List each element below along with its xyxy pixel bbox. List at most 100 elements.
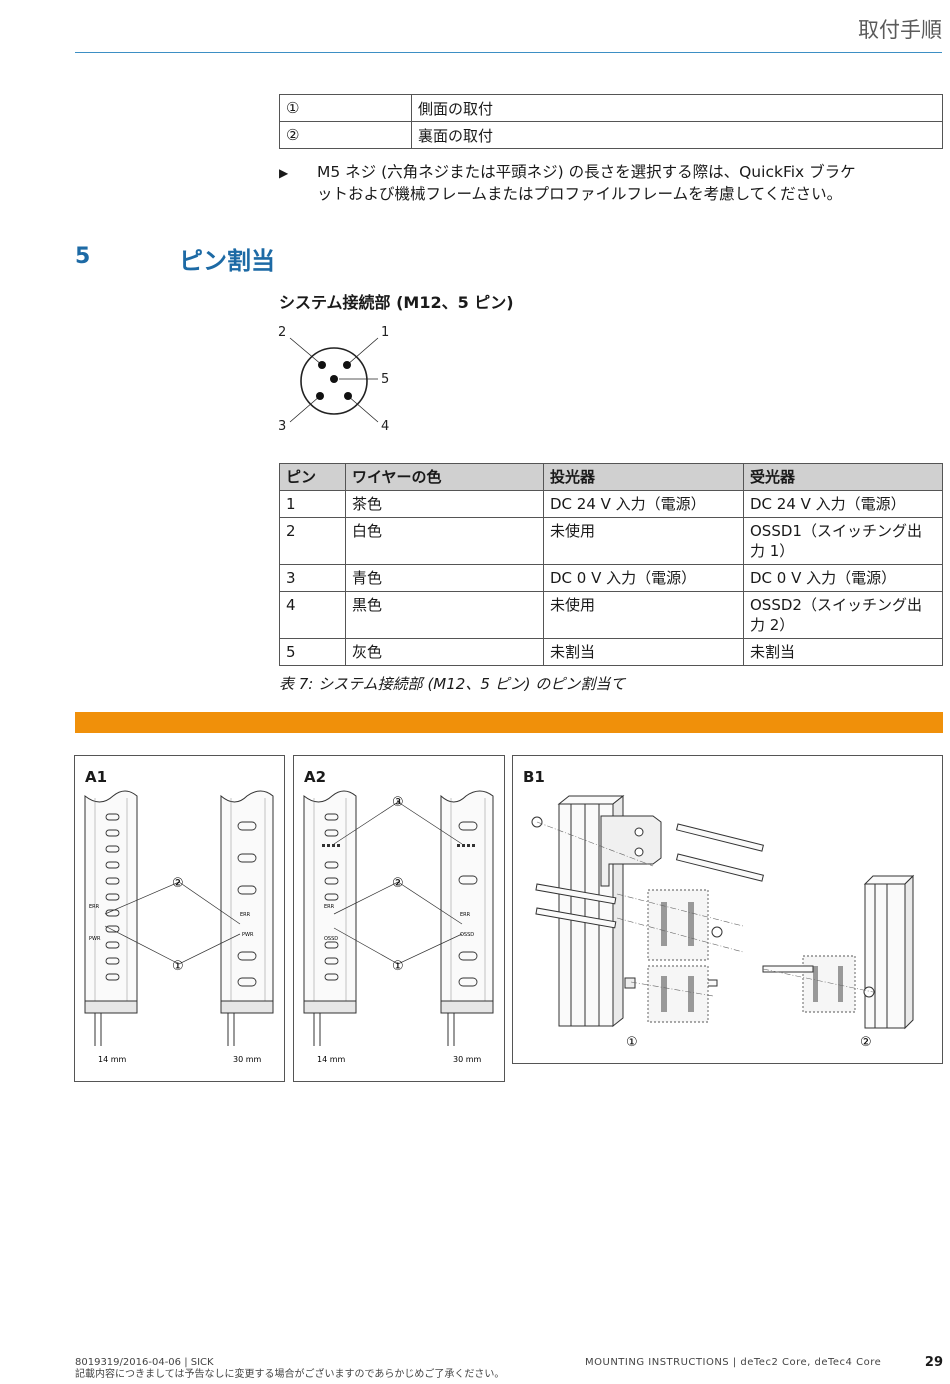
pin-cell: 4 [279, 591, 346, 639]
sender-cell: 未割当 [543, 638, 744, 666]
sender-cell: 未使用 [543, 517, 744, 565]
table-row: 1 茶色 DC 24 V 入力（電源） DC 24 V 入力（電源） [279, 490, 943, 518]
wire-color-cell: 白色 [345, 517, 544, 565]
legend-row: ① 側面の取付 [279, 94, 943, 122]
a1-drawing: ERR PWR ERR PWR ② ① 14 mm 30 mm [84, 790, 274, 1064]
led-label: PWR [89, 936, 101, 942]
instruction-bullet: ▶ M5 ネジ (六角ネジまたは平頭ネジ) の長さを選択する際は、QuickFi… [279, 161, 943, 205]
m12-connector-diagram: 2 1 5 3 4 [278, 325, 389, 434]
table-row: 2 白色 未使用 OSSD1（スイッチング出力 1） [279, 517, 943, 565]
receiver-text: OSSD2（スイッチング出 [750, 596, 922, 614]
pin-label: 4 [381, 419, 389, 434]
table-caption: 表 7: システム接続部 (M12、5 ピン) のピン割当て [279, 675, 626, 693]
pin-dot [344, 392, 352, 400]
pin-assignment-table: ピン ワイヤーの色 投光器 受光器 1 茶色 DC 24 V 入力（電源） DC… [279, 463, 943, 666]
led-label: ERR [324, 904, 335, 910]
receiver-cell: OSSD1（スイッチング出力 1） [743, 517, 943, 565]
receiver-cell: DC 24 V 入力（電源） [743, 490, 943, 518]
pin-dot [318, 361, 326, 369]
page-number: 29 [924, 1355, 943, 1370]
wire-color-cell: 黒色 [345, 591, 544, 639]
callout-marker: ② [392, 876, 404, 891]
column-header: ワイヤーの色 [345, 463, 544, 491]
callout-marker: ③ [392, 795, 404, 810]
led-label: ERR [89, 904, 100, 910]
section-title: ピン割当 [179, 247, 275, 275]
pin-cell: 3 [279, 564, 346, 592]
sender-cell: DC 24 V 入力（電源） [543, 490, 744, 518]
pin-label: 1 [381, 325, 389, 340]
led-label: PWR [242, 932, 254, 938]
sender-cell: 未使用 [543, 591, 744, 639]
table-row: 4 黒色 未使用 OSSD2（スイッチング出力 2） [279, 591, 943, 639]
receiver-text-cont: 力 1） [750, 542, 795, 560]
figure-panel-a2: A2 ERR OSSD ERR OSSD ③ ② ① 1 [293, 755, 505, 1082]
legend-symbol: ① [279, 94, 412, 122]
orange-divider-bar [75, 712, 943, 733]
pin-dot [343, 361, 351, 369]
column-header: 受光器 [743, 463, 943, 491]
receiver-cell: OSSD2（スイッチング出力 2） [743, 591, 943, 639]
callout-marker: ① [172, 959, 184, 974]
figure-panel-b1: B1 [512, 755, 943, 1064]
receiver-text: 未割当 [750, 643, 796, 661]
footer-disclaimer: 記載内容につきましては予告なしに変更する場合がございますのであらかじめご了承くだ… [75, 1369, 505, 1380]
pin-label: 5 [381, 372, 389, 387]
subsection-title: システム接続部 (M12、5 ピン) [279, 293, 514, 312]
callout-marker: ① [392, 959, 404, 974]
bullet-triangle-icon: ▶ [279, 166, 289, 180]
figure-label: A1 [85, 768, 108, 786]
table-header-row: ピン ワイヤーの色 投光器 受光器 [279, 463, 943, 491]
pin-cell: 2 [279, 517, 346, 565]
legend-row: ② 裏面の取付 [279, 121, 943, 149]
receiver-cell: DC 0 V 入力（電源） [743, 564, 943, 592]
pin-cell: 5 [279, 638, 346, 666]
figure-panel-a1: A1 ERR PWR ERR PWR [74, 755, 285, 1082]
callout-marker: ② [860, 1035, 872, 1050]
bullet-line: M5 ネジ (六角ネジまたは平頭ネジ) の長さを選択する際は、QuickFix … [317, 163, 856, 181]
callout-marker: ① [626, 1035, 638, 1050]
footer-doc-info: 8019319/2016-04-06 | SICK 記載内容につきましては予告な… [75, 1357, 504, 1381]
legend-text: 側面の取付 [411, 94, 943, 122]
pin-dot [330, 375, 338, 383]
dimension-label: 14 mm [98, 1055, 127, 1064]
a2-drawing: ERR OSSD ERR OSSD ③ ② ① 14 mm 30 mm [303, 790, 494, 1064]
dimension-label: 30 mm [453, 1055, 482, 1064]
receiver-text: DC 24 V 入力（電源） [750, 495, 906, 513]
legend-text: 裏面の取付 [411, 121, 943, 149]
wire-color-cell: 茶色 [345, 490, 544, 518]
dimension-label: 14 mm [317, 1055, 346, 1064]
bullet-text: M5 ネジ (六角ネジまたは平頭ネジ) の長さを選択する際は、QuickFix … [317, 161, 943, 205]
led-label: ERR [460, 912, 471, 918]
legend-table: ① 側面の取付 ② 裏面の取付 [279, 94, 943, 149]
running-header-title: 取付手順 [858, 18, 942, 42]
receiver-text-cont: 力 2） [750, 616, 795, 634]
led-label: ERR [240, 912, 251, 918]
receiver-cell: 未割当 [743, 638, 943, 666]
pin-label: 3 [278, 419, 286, 434]
wire-color-cell: 灰色 [345, 638, 544, 666]
column-header: ピン [279, 463, 346, 491]
connector-outline [300, 347, 368, 415]
b1-drawing: ① ② [531, 794, 915, 1050]
figure-label: B1 [523, 768, 545, 786]
led-label: OSSD [324, 936, 338, 942]
section-number: 5 [75, 244, 91, 269]
figure-label: A2 [304, 768, 327, 786]
bullet-line: ットおよび機械フレームまたはプロファイルフレームを考慮してください。 [317, 185, 843, 203]
sender-cell: DC 0 V 入力（電源） [543, 564, 744, 592]
footer-document-title: MOUNTING INSTRUCTIONS | deTec2 Core, deT… [585, 1357, 882, 1368]
table-row: 5 灰色 未割当 未割当 [279, 638, 943, 666]
wire-color-cell: 青色 [345, 564, 544, 592]
footer-doc-id: 8019319/2016-04-06 | SICK [75, 1357, 214, 1368]
table-row: 3 青色 DC 0 V 入力（電源） DC 0 V 入力（電源） [279, 564, 943, 592]
pin-label: 2 [278, 325, 286, 340]
column-header: 投光器 [543, 463, 744, 491]
dimension-label: 30 mm [233, 1055, 262, 1064]
callout-marker: ② [172, 876, 184, 891]
pin-dot [316, 392, 324, 400]
receiver-text: DC 0 V 入力（電源） [750, 569, 897, 587]
led-label: OSSD [460, 932, 474, 938]
receiver-text: OSSD1（スイッチング出 [750, 522, 922, 540]
pin-cell: 1 [279, 490, 346, 518]
